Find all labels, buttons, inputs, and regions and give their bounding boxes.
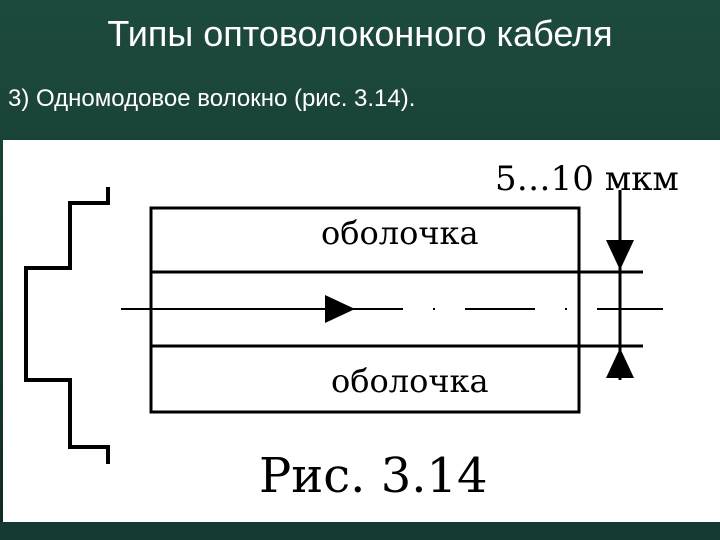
dimension-arrow-top [606, 240, 634, 270]
dimension-label: 5…10 мкм [495, 159, 679, 199]
cladding-top-label: оболочка [321, 214, 479, 252]
cladding-bottom-label: оболочка [331, 362, 489, 400]
fiber-diagram: 5…10 мкм оболочка оболочка [24, 159, 679, 464]
figure-caption: Рис. 3.14 [259, 448, 488, 504]
index-profile [24, 187, 110, 464]
figure-panel: 5…10 мкм оболочка оболочка [3, 140, 720, 522]
ray-arrow [325, 295, 355, 323]
dimension-arrow-bottom [606, 348, 634, 378]
slide-title: Типы оптоволоконного кабеля [107, 13, 613, 54]
bottom-strip [0, 522, 720, 540]
bullet-text: 3) Одномодовое волокно (рис. 3.14). [8, 85, 416, 112]
